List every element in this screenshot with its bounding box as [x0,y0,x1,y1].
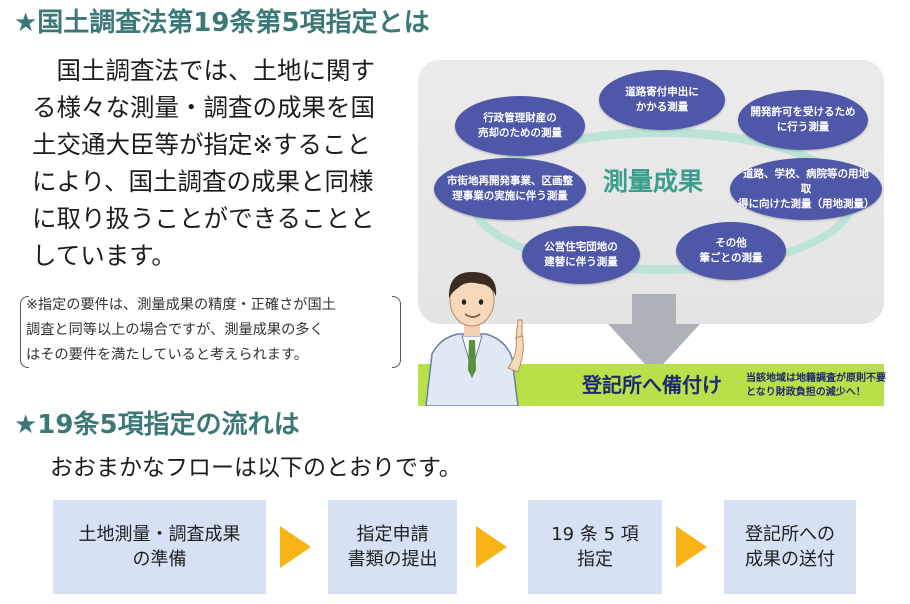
flow-arrow-icon [676,526,707,568]
requirement-note: ※指定の要件は、測量成果の精度・正確さが国土 調査と同等以上の場合ですが、測量成… [26,293,396,368]
note-line: ※指定の要件は、測量成果の精度・正確さが国土 [26,297,336,313]
bubble-other-parcel: その他 筆ごとの測量 [676,222,786,280]
registry-bar-label: 登記所へ備付け [582,373,722,397]
flow-step-submit: 指定申請 書類の提出 [328,500,457,594]
bar-note-line: となり財政負担の減少へ！ [746,387,866,398]
bar-note-line: 当該地域は地籍調査が原則不要 [746,373,886,384]
intro-paragraph: 国土調査法では、土地に関す る様々な測量・調査の成果を国 土交通大臣等が指定※す… [32,52,402,274]
bubble-urban-redevelopment: 市街地再開発事業、区画整 理事業の実施に伴う測量 [434,158,586,220]
bubble-admin-property-sale: 行政管理財産の 売却のための測量 [455,96,585,156]
center-label-survey-results: 測量成果 [602,167,703,196]
flow-step-send-to-registry: 登記所への 成果の送付 [724,500,856,594]
flow-step-designation: 19 条 5 項 指定 [528,500,662,594]
section-heading-designation: ★国土調査法第19条第5項指定とは [14,8,430,38]
registry-bar-note: 当該地域は地籍調査が原則不要 となり財政負担の減少へ！ [746,372,886,400]
note-line: はその要件を満たしていると考えられます。 [26,347,308,363]
note-bracket-left [20,296,29,368]
intro-line: しています。 [32,241,176,270]
bubble-development-permit: 開発許可を受けるため に行う測量 [738,90,868,150]
intro-line: る様々な測量・調査の成果を国 [32,93,375,122]
flow-arrow-icon [280,526,311,568]
intro-line: に取り扱うことができることと [32,204,375,233]
intro-line: 国土調査法では、土地に関す [32,56,375,85]
flow-arrow-icon [476,526,507,568]
flow-step-prepare: 土地測量・調査成果 の準備 [53,500,266,594]
section-heading-flow: ★19条5項指定の流れは [14,410,300,440]
intro-line: により、国土調査の成果と同様 [32,167,374,196]
bubble-public-housing: 公営住宅団地の 建替に伴う測量 [522,226,640,284]
bubble-land-acquisition: 道路、学校、病院等の用地取 得に向けた測量（用地測量） [730,158,882,220]
flow-intro-text: おおまかなフローは以下のとおりです。 [50,455,462,481]
bubble-road-donation: 道路寄付申出に かかる測量 [599,70,725,130]
note-line: 調査と同等以上の場合ですが、測量成果の多く [26,322,324,338]
intro-line: 土交通大臣等が指定※すること [32,130,372,159]
presenter-man-illustration [425,272,524,406]
down-arrow-icon [608,294,700,374]
